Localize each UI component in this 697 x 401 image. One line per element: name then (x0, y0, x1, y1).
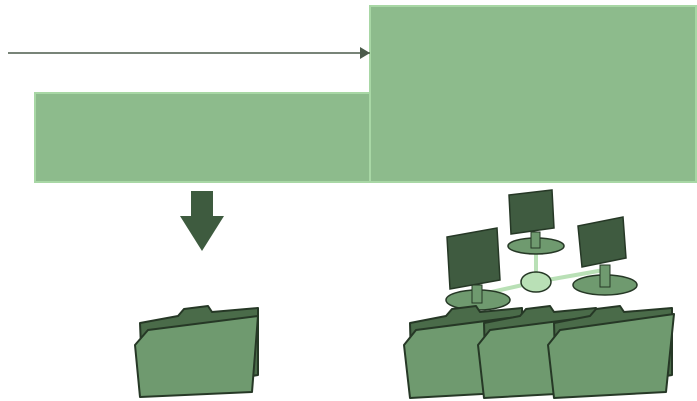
arrow-right-icon (8, 47, 370, 59)
arrow-down-icon (180, 191, 224, 251)
folder-icon (134, 305, 259, 398)
right-block (369, 5, 697, 183)
left-block (34, 92, 372, 183)
network-monitors-icon (445, 189, 638, 311)
folder-stack-icon (403, 305, 675, 399)
